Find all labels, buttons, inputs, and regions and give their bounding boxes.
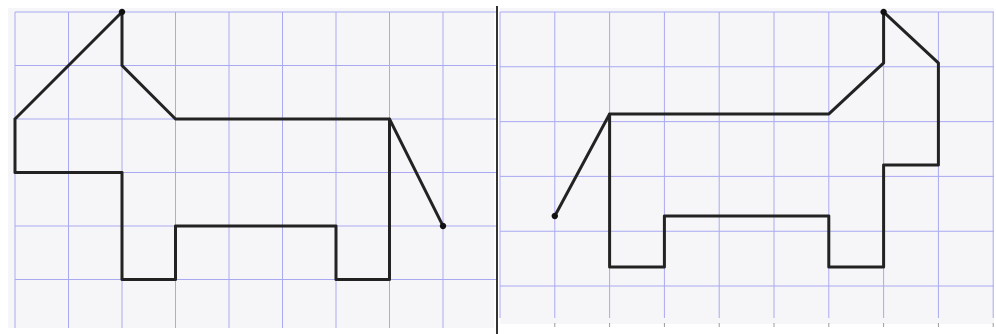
right-grid-panel xyxy=(500,8,994,327)
left-grid-panel xyxy=(8,8,497,328)
left-dog-vertex-dot xyxy=(119,9,125,15)
right-dog-vertex-dot xyxy=(880,9,886,15)
left-dog-vertex-dot xyxy=(440,223,446,229)
right-dog-vertex-dot xyxy=(552,213,558,219)
